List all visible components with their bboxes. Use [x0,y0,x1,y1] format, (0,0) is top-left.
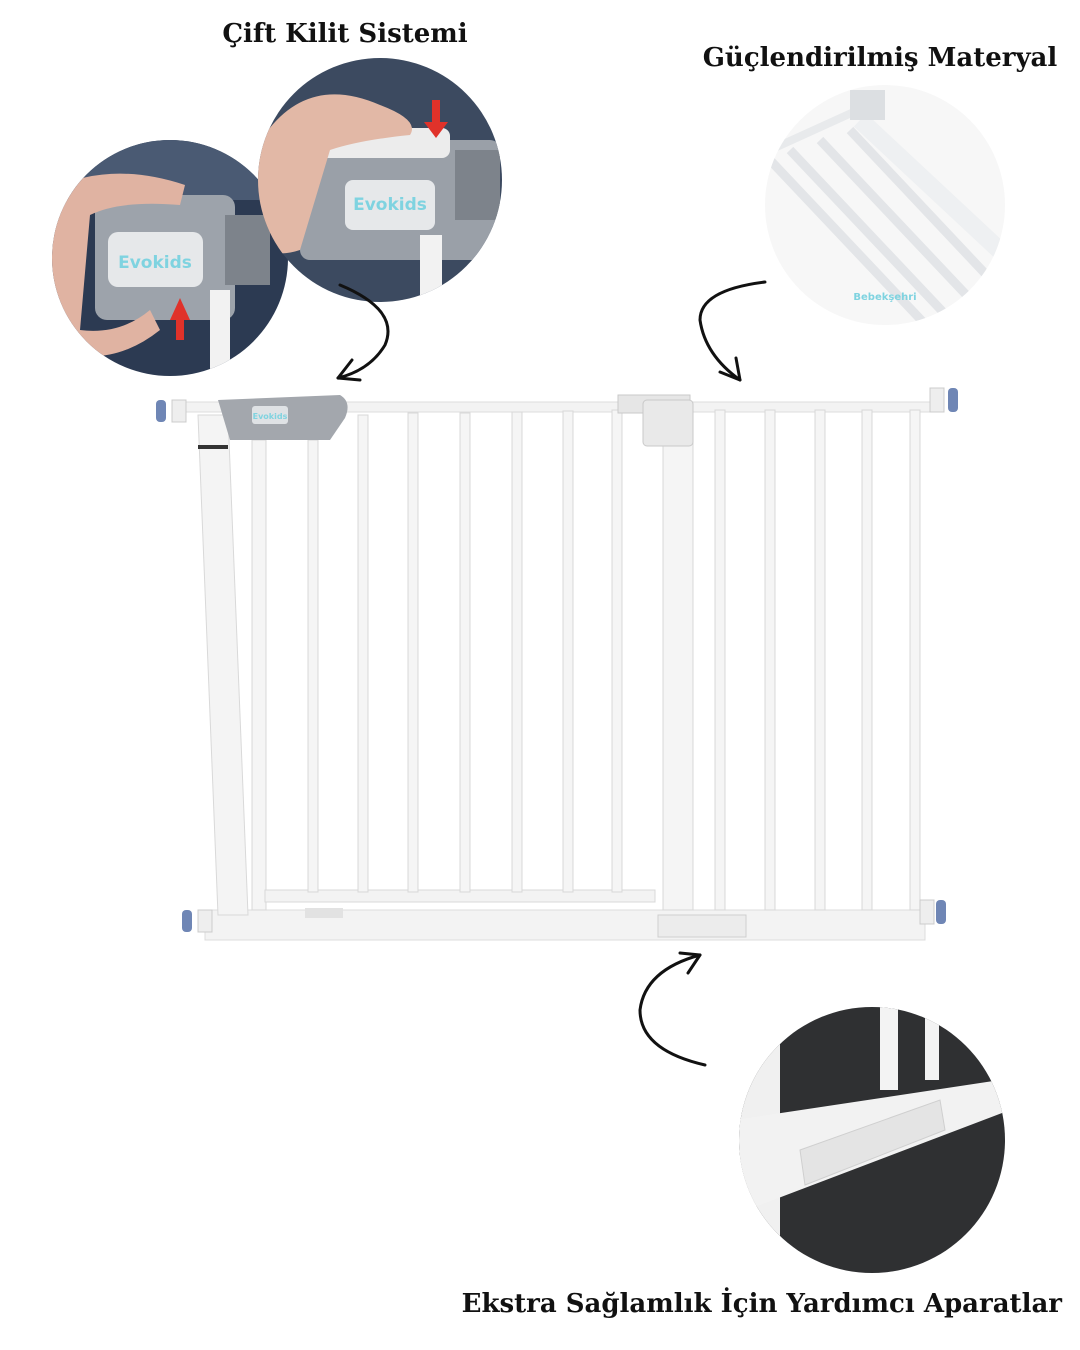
arrow-down-icon [424,100,448,138]
safety-gate: Evokids [156,387,958,941]
material-callout-title: Güçlendirilmiş Materyal [703,43,1058,73]
arrow-to-top-rail-icon [698,280,767,382]
accessories-callout-title: Ekstra Sağlamlık İçin Yardımcı Aparatlar [462,1287,1063,1319]
arrow-to-lock-icon [336,283,390,380]
accessory-closeup-circle [739,1007,1005,1273]
pressure-knob [156,387,958,933]
latch-handle[interactable]: Evokids [218,395,348,440]
arrow-up-icon [170,298,190,340]
lock-brand-text-2: Evokids [353,195,427,215]
lock-brand-text: Evokids [118,253,192,273]
arrow-to-bottom-rail-icon [638,953,707,1067]
latch-brand-text: Evokids [253,412,288,421]
watermark-text: Bebekşehri [853,292,916,303]
lock-closeup-circle-1: Evokids [52,140,288,376]
material-closeup-circle: Bebekşehri [765,85,1005,325]
lock-callout-title: Çift Kilit Sistemi [222,19,467,49]
lock-closeup-circle-2: Evokids [258,58,502,302]
